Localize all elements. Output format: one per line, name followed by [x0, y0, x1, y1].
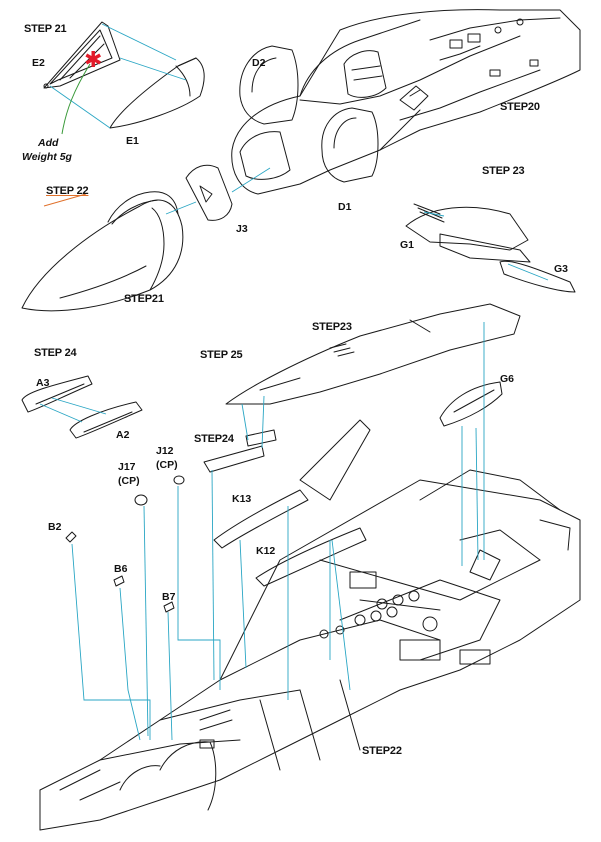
label-b7: B7 — [162, 591, 176, 603]
label-g6: G6 — [500, 373, 515, 385]
label-j17-note: (CP) — [118, 475, 140, 487]
part-k12 — [255, 527, 367, 587]
weight-marker-icon: ✱ — [84, 48, 103, 73]
weight-note-line2: Weight 5g — [22, 151, 72, 163]
step21-ref: STEP21 — [124, 293, 164, 305]
label-g3: G3 — [554, 263, 569, 275]
step23-ref: STEP23 — [312, 321, 352, 333]
label-d2: D2 — [252, 57, 266, 69]
part-step24-rail — [203, 429, 277, 473]
label-b6: B6 — [114, 563, 128, 575]
part-b7 — [163, 601, 175, 613]
step23-title: STEP 23 — [482, 165, 525, 177]
label-e1: E1 — [126, 135, 139, 147]
label-e2: E2 — [32, 57, 45, 69]
label-k13: K13 — [232, 493, 252, 505]
part-g6 — [439, 381, 503, 427]
part-wing-lower-fuselage — [39, 419, 581, 831]
part-k13 — [213, 489, 309, 549]
label-j17: J17 — [118, 461, 136, 473]
part-j12 — [173, 475, 185, 485]
label-j3: J3 — [236, 223, 248, 235]
part-b2 — [65, 531, 77, 543]
part-a3 — [21, 375, 93, 413]
label-k12: K12 — [256, 545, 276, 557]
step22-title: STEP 22 — [46, 185, 89, 197]
weight-note-line — [61, 63, 91, 135]
part-j17 — [134, 494, 148, 506]
part-e1-nosecone — [109, 57, 205, 129]
step20-ref: STEP20 — [500, 101, 540, 113]
step22-accent — [43, 193, 87, 207]
part-canopy-large — [21, 191, 184, 312]
step25-title: STEP 25 — [200, 349, 243, 361]
label-b2: B2 — [48, 521, 62, 533]
leader-lines — [39, 23, 549, 741]
step22-ref: STEP22 — [362, 745, 402, 757]
step24-title: STEP 24 — [34, 347, 77, 359]
part-g3-tank — [499, 260, 576, 293]
step24-ref: STEP24 — [194, 433, 234, 445]
label-a2: A2 — [116, 429, 130, 441]
part-d1-intake — [321, 107, 379, 183]
weight-note-line1: Add — [38, 137, 59, 149]
label-j12: J12 — [156, 445, 174, 457]
label-d1: D1 — [338, 201, 352, 213]
step21-title: STEP 21 — [24, 23, 67, 35]
part-d2-intake — [239, 45, 299, 125]
part-j3 — [185, 164, 233, 221]
part-b6 — [113, 575, 125, 587]
part-e2-frame — [43, 21, 121, 89]
label-j12-note: (CP) — [156, 459, 178, 471]
part-fuselage-cockpit — [231, 9, 581, 195]
part-step23-pylon — [225, 303, 521, 405]
label-g1: G1 — [400, 239, 415, 251]
part-a2 — [69, 401, 143, 439]
label-a3: A3 — [36, 377, 50, 389]
part-g1-pylon — [405, 203, 531, 263]
